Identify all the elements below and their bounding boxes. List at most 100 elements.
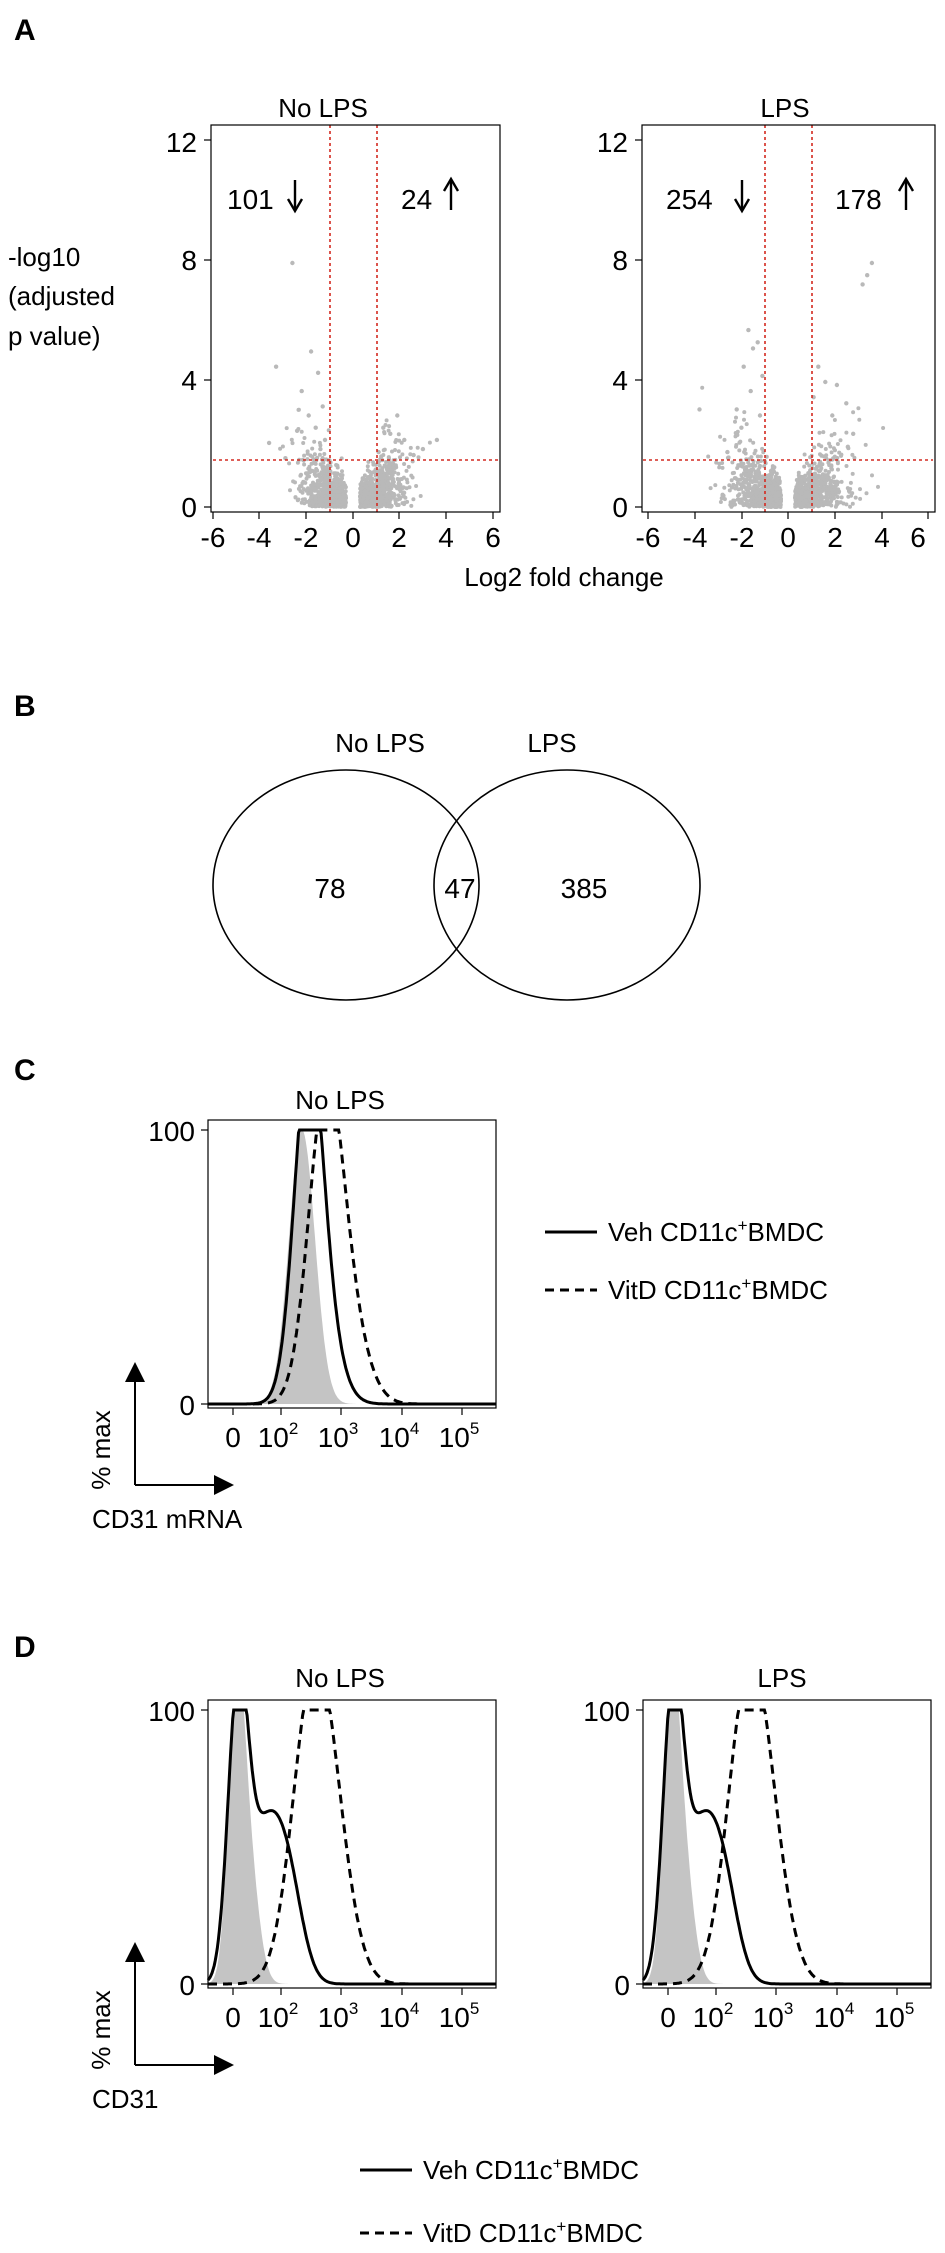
- volcano-point: [305, 471, 310, 476]
- volcano-point: [825, 497, 830, 502]
- volcano-point: [343, 489, 348, 494]
- volcano-point: [809, 499, 814, 504]
- volcano-point: [836, 490, 841, 495]
- volcano-point: [735, 433, 740, 437]
- volcano-point: [309, 487, 314, 492]
- volcano-point: [796, 488, 801, 493]
- volcano-point: [726, 455, 731, 460]
- volcano-point: [734, 407, 739, 412]
- volcano-point: [828, 444, 833, 449]
- volcano-point: [881, 426, 886, 430]
- volcano-point: [338, 473, 343, 477]
- volcano-point: [823, 481, 828, 486]
- down-arrow-icon: [286, 180, 304, 214]
- x-tick-label-0-no-lps: 0: [345, 522, 361, 553]
- volcano-point: [381, 473, 386, 478]
- volcano-point: [730, 460, 735, 465]
- y-tick-label-12-lps: 12: [597, 127, 628, 158]
- volcano-point: [814, 492, 819, 496]
- volcano-y-axis-label-line-3: p value): [8, 321, 101, 351]
- volcano-point: [831, 475, 836, 480]
- volcano-point: [318, 446, 323, 452]
- volcano-point: [747, 470, 752, 475]
- volcano-point: [831, 456, 836, 461]
- volcano-point: [829, 498, 834, 503]
- volcano-point: [835, 442, 840, 446]
- volcano-point: [827, 470, 831, 474]
- volcano-point: [753, 448, 758, 453]
- legend-label-veh: Veh CD11c+BMDC: [608, 1216, 824, 1247]
- volcano-point: [340, 469, 344, 474]
- panel-d-letter: D: [14, 1631, 36, 1664]
- volcano-point: [381, 490, 386, 495]
- x-tick-label-1e3-d1: 103: [753, 1999, 794, 2033]
- volcano-point: [750, 346, 756, 351]
- volcano-point: [313, 482, 317, 487]
- volcano-point: [752, 484, 757, 489]
- volcano-point: [775, 478, 780, 483]
- volcano-point: [331, 503, 336, 508]
- x-tick-label-2-no-lps: 2: [391, 522, 407, 553]
- volcano-point: [836, 467, 840, 472]
- volcano-point: [728, 500, 733, 505]
- volcano-point: [725, 449, 730, 455]
- volcano-y-axis-label-line-1: -log10: [8, 242, 80, 272]
- volcano-point: [856, 406, 861, 411]
- panel-c-letter: C: [14, 1054, 36, 1087]
- volcano-point: [773, 483, 778, 488]
- volcano-point: [401, 494, 406, 499]
- x-tick-label-m2-lps: -2: [730, 522, 755, 553]
- volcano-point: [414, 484, 419, 488]
- volcano-point: [318, 502, 323, 507]
- y-tick-label-0-c: 0: [179, 1390, 195, 1421]
- volcano-point: [313, 473, 318, 478]
- volcano-point: [751, 440, 756, 445]
- volcano-point: [838, 438, 843, 443]
- volcano-point: [390, 473, 395, 477]
- volcano-point: [325, 498, 330, 503]
- volcano-point: [404, 468, 409, 473]
- volcano-point: [322, 437, 328, 443]
- volcano-point: [832, 431, 837, 436]
- volcano-point: [384, 483, 389, 488]
- volcano-point: [361, 496, 366, 501]
- volcano-point: [365, 464, 370, 469]
- volcano-point: [753, 463, 758, 468]
- volcano-point: [771, 468, 776, 473]
- legend-c: Veh CD11c+BMDC VitD CD11c+BMDC: [545, 1216, 828, 1305]
- panel-a-letter: A: [14, 14, 36, 47]
- volcano-point: [331, 497, 336, 502]
- y-axis-label-c: % max: [86, 1410, 116, 1489]
- volcano-point: [387, 424, 392, 429]
- volcano-point: [301, 479, 306, 484]
- volcano-point: [296, 427, 301, 431]
- volcano-point: [777, 492, 782, 497]
- volcano-point: [311, 461, 316, 466]
- histogram-cd31-lps: [641, 1699, 932, 1989]
- volcano-point: [317, 452, 322, 457]
- volcano-point: [293, 495, 298, 500]
- venn-label-no-lps: No LPS: [335, 728, 425, 758]
- volcano-point: [386, 504, 391, 508]
- panel-b-letter: B: [14, 690, 36, 723]
- volcano-point: [835, 461, 840, 466]
- histogram-frame: [207, 1699, 497, 1989]
- histogram-frame: [642, 1699, 932, 1989]
- x-axis-label-d: CD31: [92, 2084, 158, 2114]
- up-count-lps: 178: [835, 184, 882, 215]
- x-tick-label-1e4-d1: 104: [814, 1999, 855, 2033]
- volcano-point: [819, 444, 824, 449]
- volcano-point: [766, 495, 771, 500]
- down-arrow-icon: [733, 180, 751, 214]
- volcano-point: [717, 461, 722, 466]
- x-tick-label-2-lps: 2: [827, 522, 843, 553]
- volcano-point: [795, 493, 800, 498]
- volcano-point: [389, 482, 394, 487]
- volcano-point: [401, 475, 406, 480]
- volcano-point: [278, 446, 283, 451]
- volcano-point: [817, 430, 822, 435]
- volcano-point: [835, 501, 840, 506]
- volcano-point: [396, 432, 401, 437]
- volcano-point: [382, 431, 387, 436]
- volcano-point: [865, 273, 870, 278]
